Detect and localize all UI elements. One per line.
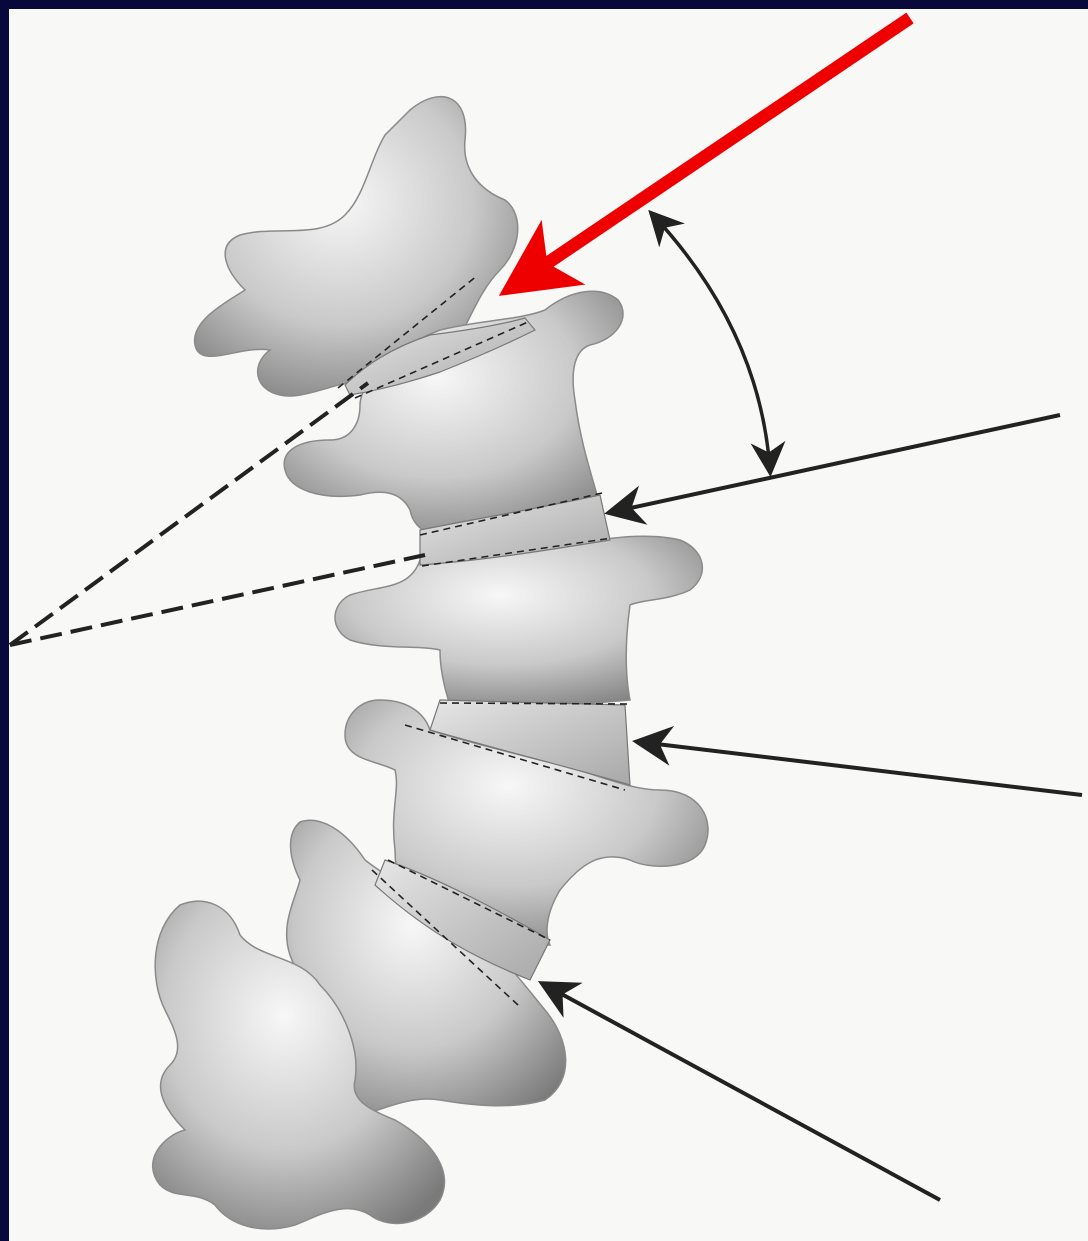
spine-diagram (0, 0, 1088, 1241)
figure-frame (0, 0, 1088, 1241)
